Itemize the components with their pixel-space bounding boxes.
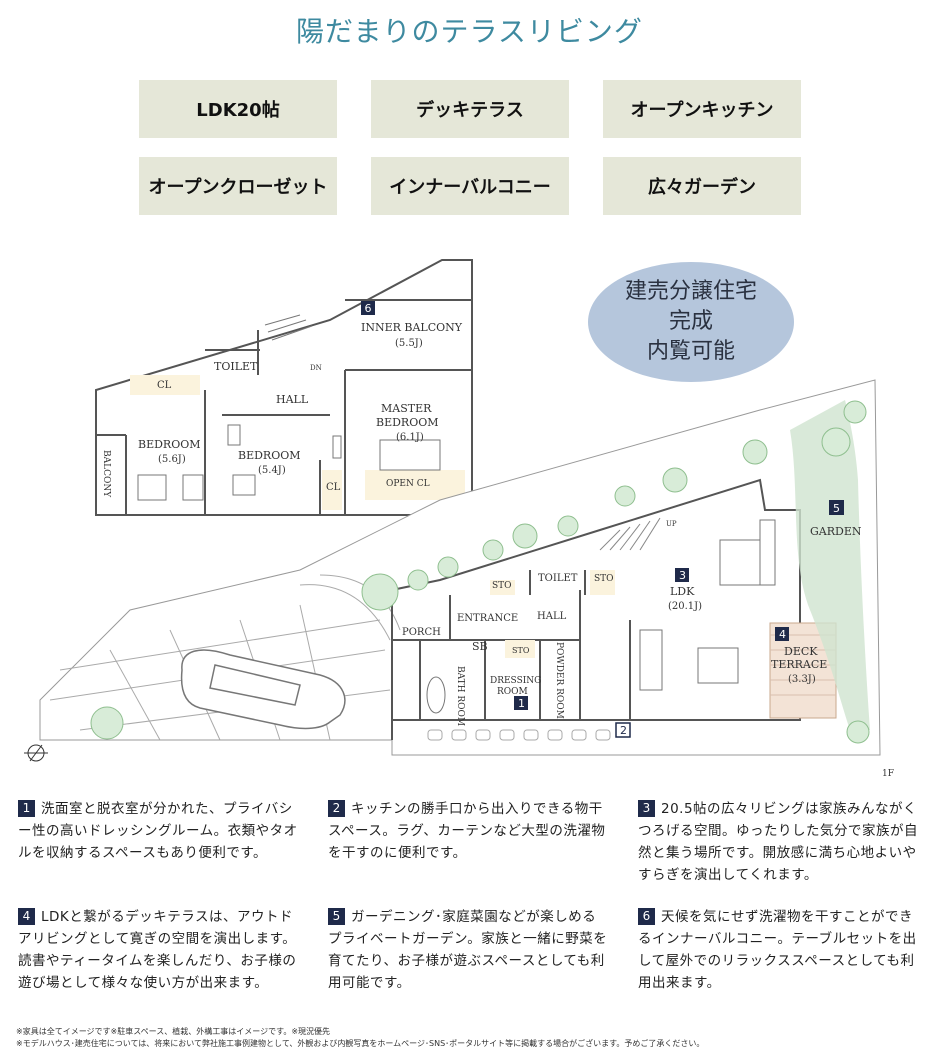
marker-1-plan (514, 696, 528, 710)
plan-label-master-size: (6.1J) (396, 432, 424, 443)
open-house-badge: 建売分譲住宅 完成 内覧可能 (588, 262, 794, 382)
plan-label-1f: 1F (882, 769, 894, 779)
plan-label-bedroom-b-size: (5.4J) (258, 465, 286, 476)
footnote-1: ※家具は全てイメージです※駐車スペース、植栽、外構工事はイメージです。※現況優先 (16, 1027, 331, 1036)
badge-line-2: 完成 (668, 309, 713, 334)
plan-label-bath: BATH ROOM (455, 666, 465, 726)
plan-label-dressing: DRESSING (490, 676, 541, 686)
plan-label-cl-mid: CL (326, 482, 341, 493)
feature-tag-open-kitchen: オープンキッチン (603, 80, 801, 138)
marker-1-label: 1 (518, 697, 525, 710)
marker-4-plan (775, 627, 789, 641)
feature-tag-deck-terrace: デッキテラス (371, 80, 569, 138)
plan-label-toilet-1f: TOILET (538, 573, 578, 584)
marker-3-label: 3 (679, 569, 686, 582)
floor-plan: TOILET DN CL HALL 6 INNER BALCONY (5.5J)… (24, 259, 894, 779)
plan-label-sto-1: STO (492, 581, 512, 591)
badge-line-1: 建売分譲住宅 (624, 279, 757, 304)
note-text: 20.5帖の広々リビングは家族みんながくつろげる空間。ゆったりした気分で家族が自… (638, 801, 918, 883)
marker-3-plan (675, 568, 689, 582)
note-number: 1 (18, 800, 35, 817)
plan-label-dressing-room: ROOM (497, 687, 528, 697)
plan-label-entrance: ENTRANCE (457, 613, 518, 624)
plan-label-hall-2f: HALL (276, 393, 309, 406)
car-illustration (180, 649, 346, 730)
garden-area (790, 400, 870, 730)
note-text: ガーデニング･家庭菜園などが楽しめるプライベートガーデン。家族と一緒に野菜を育て… (328, 909, 608, 991)
note-number: 2 (328, 800, 345, 817)
feature-tag-open-closet: オープンクローゼット (139, 157, 337, 215)
plan-label-bedroom-a-size: (5.6J) (158, 454, 186, 465)
plan-label-bedroom-a: BEDROOM (138, 438, 201, 451)
note-number: 3 (638, 800, 655, 817)
marker-4-label: 4 (779, 628, 786, 641)
plan-label-sb: SB (472, 640, 488, 653)
plan-label-ldk: LDK (670, 585, 695, 598)
plan-label-master: MASTER (381, 402, 432, 415)
marker-5-label: 5 (833, 502, 840, 515)
badge-line-3: 内覧可能 (646, 339, 735, 364)
note-text: 洗面室と脱衣室が分かれた、プライバシー性の高いドレッシングルーム。衣類やタオルを… (18, 801, 298, 861)
plan-label-sto-2: STO (594, 574, 614, 584)
plan-label-toilet-2f: TOILET (214, 360, 258, 373)
note-text: LDKと繋がるデッキテラスは、アウトドアリビングとして寛ぎの空間を演出します。読… (18, 909, 297, 991)
footnote-2: ※モデルハウス･建売住宅については、将来において弊社施工事例建物として、外観およ… (16, 1039, 705, 1048)
plan-label-hall-1f: HALL (537, 611, 567, 622)
plan-label-bedroom-b: BEDROOM (238, 449, 301, 462)
feature-tag-ldk: LDK20帖 (139, 80, 337, 138)
note-number: 6 (638, 908, 655, 925)
marker-2-plan (615, 722, 631, 738)
north-compass-icon (24, 744, 48, 762)
plan-label-garden: GARDEN (810, 525, 862, 538)
feature-tag-inner-balcony: インナーバルコニー (371, 157, 569, 215)
plan-label-sto-3: STO (512, 646, 530, 655)
note-number: 4 (18, 908, 35, 925)
note-number: 5 (328, 908, 345, 925)
plan-label-master-bedroom: BEDROOM (376, 416, 439, 429)
plan-label-deck-terrace: TERRACE (771, 658, 827, 671)
page-title: 陽だまりのテラスリビング (296, 15, 643, 48)
marker-2-label: 2 (620, 724, 627, 737)
plan-label-porch: PORCH (402, 627, 441, 638)
marker-6-label: 6 (365, 302, 372, 315)
plan-label-powder: POWDER ROOM (554, 642, 564, 719)
plan-label-up: UP (666, 520, 677, 528)
plan-label-cl-left: CL (157, 380, 172, 391)
plan-label-deck-size: (3.3J) (788, 674, 816, 685)
plan-label-balcony: BALCONY (101, 450, 111, 498)
note-text: 天候を気にせず洗濯物を干すことができるインナーバルコニー。テーブルセットを出して… (638, 909, 917, 991)
marker-6-plan (361, 301, 375, 315)
plan-label-ldk-size: (20.1J) (668, 601, 702, 612)
plan-label-inner-balcony-size: (5.5J) (395, 338, 423, 349)
plan-label-open-cl: OPEN CL (386, 479, 430, 489)
plan-label-deck: DECK (784, 645, 818, 658)
plan-label-inner-balcony: INNER BALCONY (361, 321, 463, 334)
feature-tag-garden: 広々ガーデン (603, 157, 801, 215)
garden-bushes (90, 400, 870, 744)
marker-5-plan (829, 500, 844, 515)
plan-label-dn: DN (310, 364, 322, 372)
note-text: キッチンの勝手口から出入りできる物干スペース。ラグ、カーテンなど大型の洗濯物を干… (328, 801, 606, 861)
